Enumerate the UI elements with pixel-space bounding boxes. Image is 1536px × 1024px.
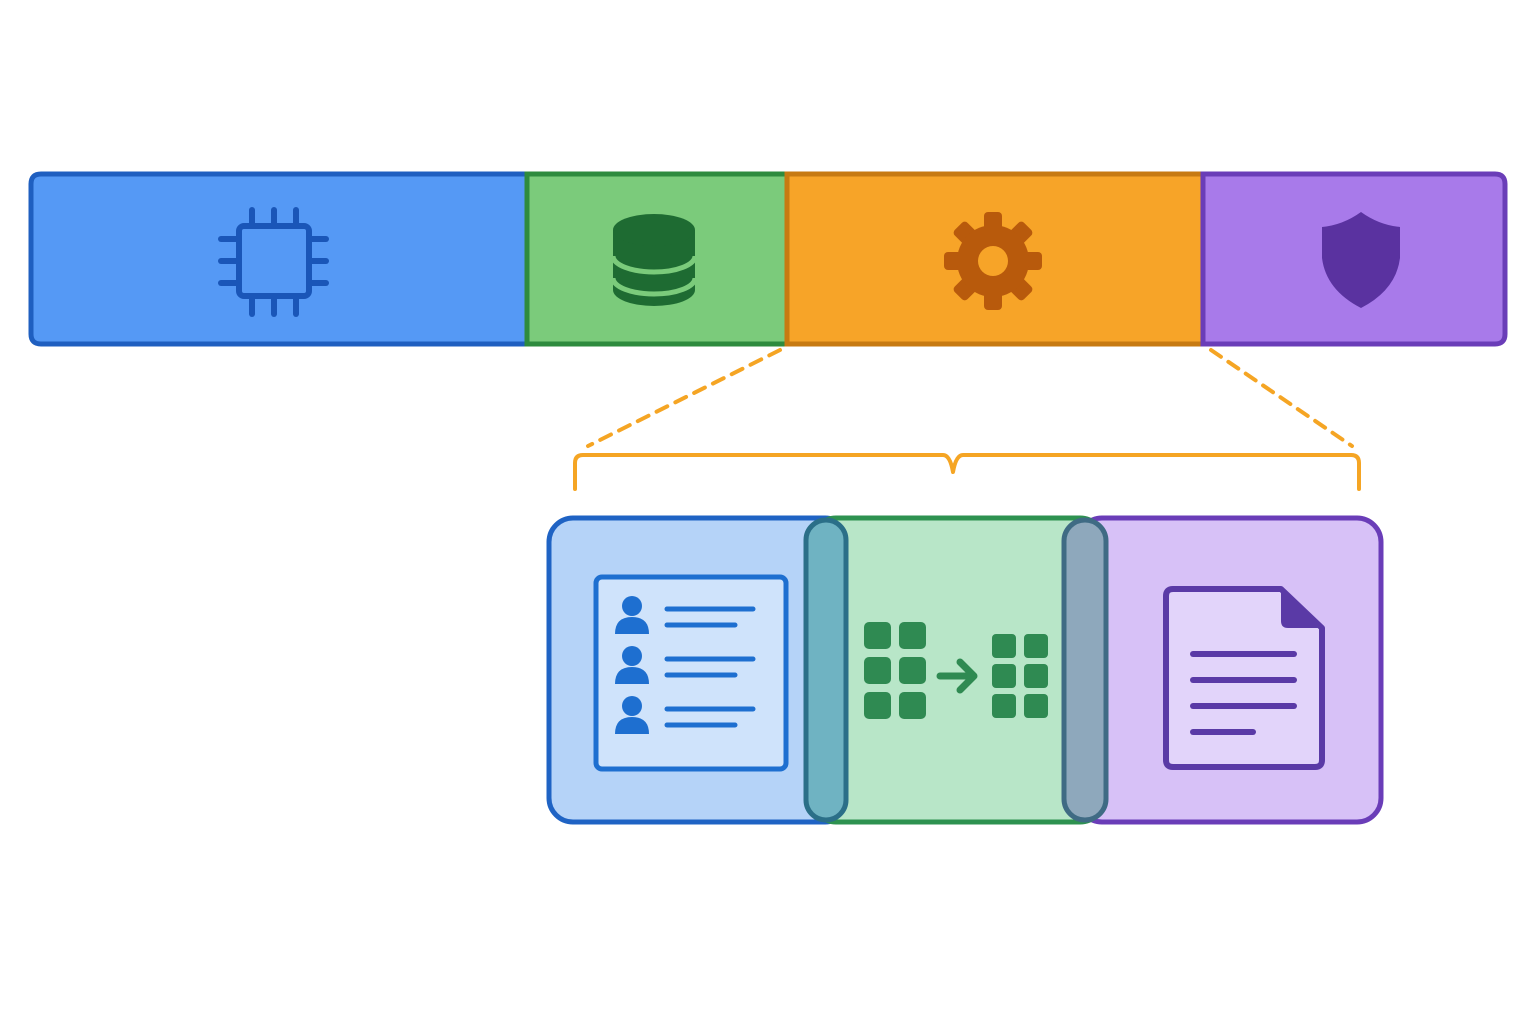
gear-icon: [944, 212, 1042, 310]
connector-left: [803, 517, 849, 823]
layer-storage: [524, 171, 790, 347]
callout-bracket: [573, 453, 1361, 491]
layer-bar: [28, 171, 1508, 347]
cpu-chip-icon: [218, 207, 329, 317]
layer-hardware: [28, 171, 530, 347]
grid-transform-icon: [864, 622, 1048, 719]
document-icon: [1163, 586, 1325, 770]
database-icon: [610, 214, 698, 306]
zoom-callout: [573, 348, 1361, 491]
stage-transform-panel: [809, 515, 1107, 825]
layer-hardware-block: [28, 171, 530, 347]
callout-dash-left: [586, 348, 782, 448]
layer-security: [1200, 171, 1508, 347]
layer-processing-block: [784, 171, 1206, 347]
arrow-right-icon: [936, 658, 978, 694]
detail-pipeline: [546, 515, 1384, 825]
callout-dash-right: [1209, 348, 1354, 448]
connector-right: [1061, 517, 1109, 823]
shield-icon: [1322, 212, 1400, 308]
layer-processing: [784, 171, 1206, 347]
user-records-icon: [593, 574, 789, 772]
stage-transform: [809, 515, 1107, 825]
